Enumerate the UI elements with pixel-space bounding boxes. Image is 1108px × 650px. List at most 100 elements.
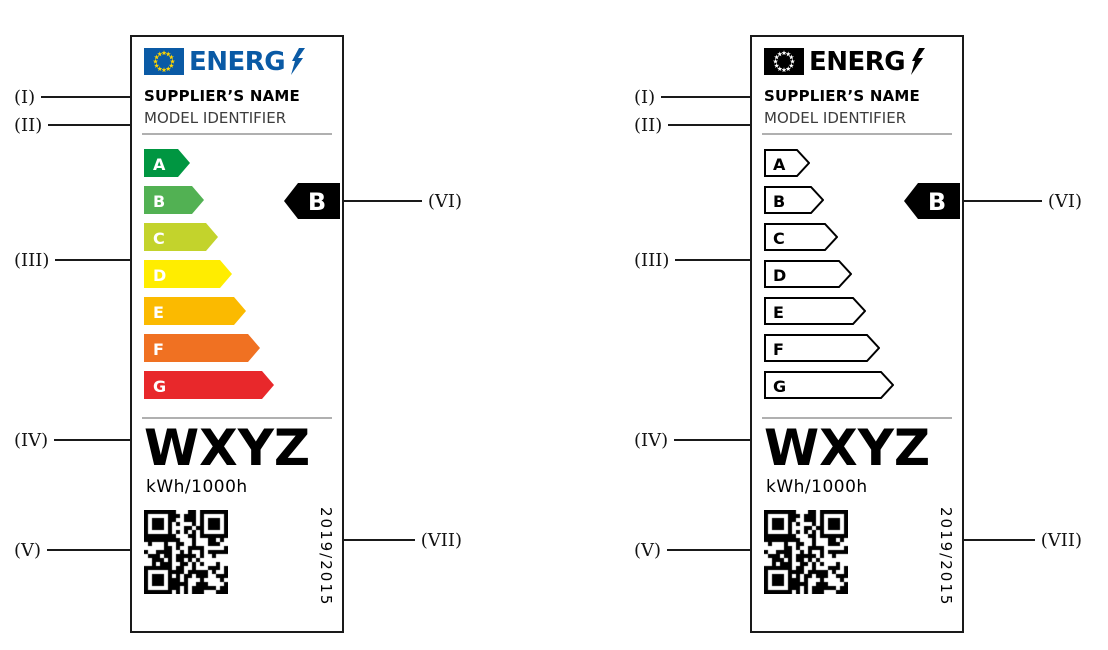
callout-label: (VII) xyxy=(420,529,462,551)
callout-label: (V) xyxy=(14,539,42,561)
model-identifier: MODEL IDENTIFIER xyxy=(144,109,287,127)
class-letter: D xyxy=(153,266,166,285)
callout-i: (I) xyxy=(14,85,130,109)
class-letter: C xyxy=(153,229,165,248)
class-letter: G xyxy=(773,377,786,396)
class-arrow-b: B xyxy=(764,186,824,214)
qr-code xyxy=(764,510,848,594)
class-arrow-c: C xyxy=(764,223,838,251)
energy-logo: ENERG xyxy=(764,48,926,75)
callout-vii: (VII) xyxy=(964,528,1082,552)
energy-value: WXYZ xyxy=(144,419,311,477)
class-arrow-g: G xyxy=(764,371,894,399)
class-letter: C xyxy=(773,229,785,248)
class-arrow-d: D xyxy=(764,260,852,288)
callout-label: (I) xyxy=(14,86,36,108)
callout-line xyxy=(55,259,130,261)
selected-class-letter: B xyxy=(308,188,326,216)
energy-label-monochrome: ENERG SUPPLIER’S NAME MODEL IDENTIFIER A… xyxy=(750,35,964,633)
lightning-bolt-icon xyxy=(911,48,926,75)
callout-line xyxy=(674,439,750,441)
callout-line xyxy=(668,124,750,126)
callout-iii: (III) xyxy=(634,248,750,272)
class-letter: A xyxy=(773,155,786,174)
class-arrow-c: C xyxy=(144,223,218,251)
class-arrow-b: B xyxy=(144,186,204,214)
energy-logo-text: ENERG xyxy=(189,46,286,77)
separator xyxy=(142,133,332,135)
separator xyxy=(762,133,952,135)
selected-class-letter: B xyxy=(928,188,946,216)
callout-line xyxy=(41,96,130,98)
energy-label-monochrome-inner: ENERG SUPPLIER’S NAME MODEL IDENTIFIER A… xyxy=(752,37,962,631)
callout-line xyxy=(54,439,130,441)
callout-label: (II) xyxy=(634,114,663,136)
regulation-year: 2019/2015 xyxy=(317,507,335,607)
class-arrow-a: A xyxy=(764,149,810,177)
efficiency-class-scale: A B C D E xyxy=(764,149,894,408)
callout-v: (V) xyxy=(14,538,130,562)
class-arrow-d: D xyxy=(144,260,232,288)
lightning-bolt-icon xyxy=(291,48,306,75)
selected-class-arrow: B xyxy=(904,183,960,219)
callout-label: (V) xyxy=(634,539,662,561)
callout-line xyxy=(344,200,422,202)
class-arrow-a: A xyxy=(144,149,190,177)
callout-label: (IV) xyxy=(14,429,49,451)
eu-flag-icon xyxy=(764,48,804,75)
callout-label: (VII) xyxy=(1040,529,1082,551)
callout-label: (III) xyxy=(14,249,50,271)
class-letter: F xyxy=(153,340,164,359)
energy-label-colour-inner: ENERG SUPPLIER’S NAME MODEL IDENTIFIER A… xyxy=(132,37,342,631)
callout-line xyxy=(964,539,1035,541)
class-arrow-f: F xyxy=(764,334,880,362)
callout-ii: (II) xyxy=(14,113,130,137)
separator xyxy=(762,417,952,419)
energy-unit: kWh/1000h xyxy=(146,477,248,497)
energy-label-colour: ENERG SUPPLIER’S NAME MODEL IDENTIFIER A… xyxy=(130,35,344,633)
callout-label: (VI) xyxy=(1047,190,1082,212)
callout-iv: (IV) xyxy=(634,428,750,452)
energy-logo: ENERG xyxy=(144,46,306,77)
selected-class-arrow: B xyxy=(284,183,340,219)
callout-line xyxy=(964,200,1042,202)
class-letter: A xyxy=(153,155,166,174)
callout-label: (III) xyxy=(634,249,670,271)
callout-label: (I) xyxy=(634,86,656,108)
class-letter: E xyxy=(153,303,164,322)
eu-flag-icon xyxy=(144,48,184,75)
callout-iii: (III) xyxy=(14,248,130,272)
supplier-name: SUPPLIER’S NAME xyxy=(144,87,300,105)
class-arrow-e: E xyxy=(144,297,246,325)
class-letter: F xyxy=(773,340,784,359)
regulation-year: 2019/2015 xyxy=(937,507,955,607)
callout-vi: (VI) xyxy=(964,189,1082,213)
callout-ii: (II) xyxy=(634,113,750,137)
model-identifier: MODEL IDENTIFIER xyxy=(764,109,907,127)
callout-line xyxy=(48,124,130,126)
energy-unit: kWh/1000h xyxy=(766,477,868,497)
class-arrow-e: E xyxy=(764,297,866,325)
callout-vii: (VII) xyxy=(344,528,462,552)
efficiency-class-scale: A B C D E xyxy=(144,149,274,408)
callout-line xyxy=(661,96,750,98)
class-letter: G xyxy=(153,377,166,396)
callout-label: (VI) xyxy=(427,190,462,212)
class-letter: B xyxy=(773,192,785,211)
class-letter: D xyxy=(773,266,786,285)
callout-label: (IV) xyxy=(634,429,669,451)
callout-line xyxy=(344,539,415,541)
callout-label: (II) xyxy=(14,114,43,136)
separator xyxy=(142,417,332,419)
callout-line xyxy=(675,259,750,261)
class-letter: B xyxy=(153,192,165,211)
class-arrow-f: F xyxy=(144,334,260,362)
supplier-name: SUPPLIER’S NAME xyxy=(764,87,920,105)
class-letter: E xyxy=(773,303,784,322)
energy-value: WXYZ xyxy=(764,419,931,477)
callout-iv: (IV) xyxy=(14,428,130,452)
callout-vi: (VI) xyxy=(344,189,462,213)
callout-i: (I) xyxy=(634,85,750,109)
qr-code xyxy=(144,510,228,594)
